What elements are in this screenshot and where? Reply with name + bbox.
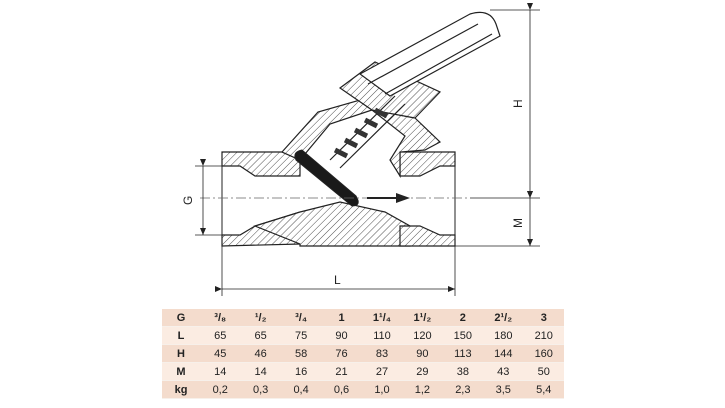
- spec-cell: 110: [361, 326, 403, 345]
- spec-cell: 1,0: [361, 380, 403, 399]
- spec-row-label: G: [162, 309, 200, 327]
- valve-disc: [294, 149, 359, 207]
- spec-cell: 50: [523, 362, 564, 381]
- spec-cell: 0,3: [240, 380, 281, 399]
- spec-cell: 5,4: [523, 380, 564, 399]
- spec-cell: 90: [321, 326, 362, 345]
- spec-cell: ³/₄: [280, 309, 322, 327]
- spec-cell: ³/₈: [200, 309, 241, 327]
- spec-cell: 38: [442, 362, 484, 381]
- dimension-h-label: H: [511, 99, 525, 108]
- spec-cell: 46: [240, 344, 281, 363]
- spec-cell: 83: [361, 344, 403, 363]
- dimension-l: [215, 246, 456, 296]
- dimension-g-label: G: [181, 196, 195, 205]
- spec-cell: 144: [483, 344, 524, 363]
- spec-cell: 1¹/₂: [402, 309, 443, 327]
- spec-cell: 180: [483, 326, 524, 345]
- dimension-g: [195, 159, 222, 236]
- spec-cell: 160: [523, 344, 564, 363]
- spec-row-label: H: [162, 344, 200, 363]
- spec-cell: 120: [402, 326, 443, 345]
- stem-assembly: [329, 11, 501, 169]
- spec-cell: 27: [361, 362, 403, 381]
- spec-cell: 1,2: [402, 380, 443, 399]
- spec-cell: 90: [402, 344, 443, 363]
- spec-cell: 210: [523, 326, 564, 345]
- spec-cell: 2¹/₂: [483, 309, 524, 327]
- dimension-l-label: L: [334, 273, 341, 287]
- spec-cell: 76: [321, 344, 362, 363]
- spec-cell: 0,4: [280, 380, 322, 399]
- spec-cell: 16: [280, 362, 322, 381]
- spec-cell: 113: [442, 344, 484, 363]
- spec-cell: 0,6: [321, 380, 362, 399]
- spec-cell: 1¹/₄: [361, 309, 403, 327]
- flow-direction-arrow: [367, 193, 410, 203]
- spec-cell: ¹/₂: [240, 309, 281, 327]
- valve-section-drawing: G L H M: [181, 3, 540, 296]
- spec-cell: 1: [321, 309, 362, 327]
- spec-cell: 14: [200, 362, 241, 381]
- spec-cell: 45: [200, 344, 241, 363]
- spec-cell: 58: [280, 344, 322, 363]
- spec-cell: 3: [523, 309, 564, 327]
- spec-cell: 65: [240, 326, 281, 345]
- spec-cell: 65: [200, 326, 241, 345]
- spec-row-label: L: [162, 326, 200, 345]
- dimension-m: [455, 191, 540, 247]
- valve-body: [221, 61, 456, 247]
- spec-row-label: kg: [162, 380, 200, 399]
- spec-cell: 43: [483, 362, 524, 381]
- spec-cell: 150: [442, 326, 484, 345]
- spec-cell: 29: [402, 362, 443, 381]
- spec-cell: 21: [321, 362, 362, 381]
- spec-cell: 2,3: [442, 380, 484, 399]
- spec-cell: 0,2: [200, 380, 241, 399]
- spec-cell: 14: [240, 362, 281, 381]
- spec-cell: 2: [442, 309, 484, 327]
- spec-row-label: M: [162, 362, 200, 381]
- spec-cell: 3,5: [483, 380, 524, 399]
- spec-cell: 75: [280, 326, 322, 345]
- dimension-m-label: M: [511, 218, 525, 228]
